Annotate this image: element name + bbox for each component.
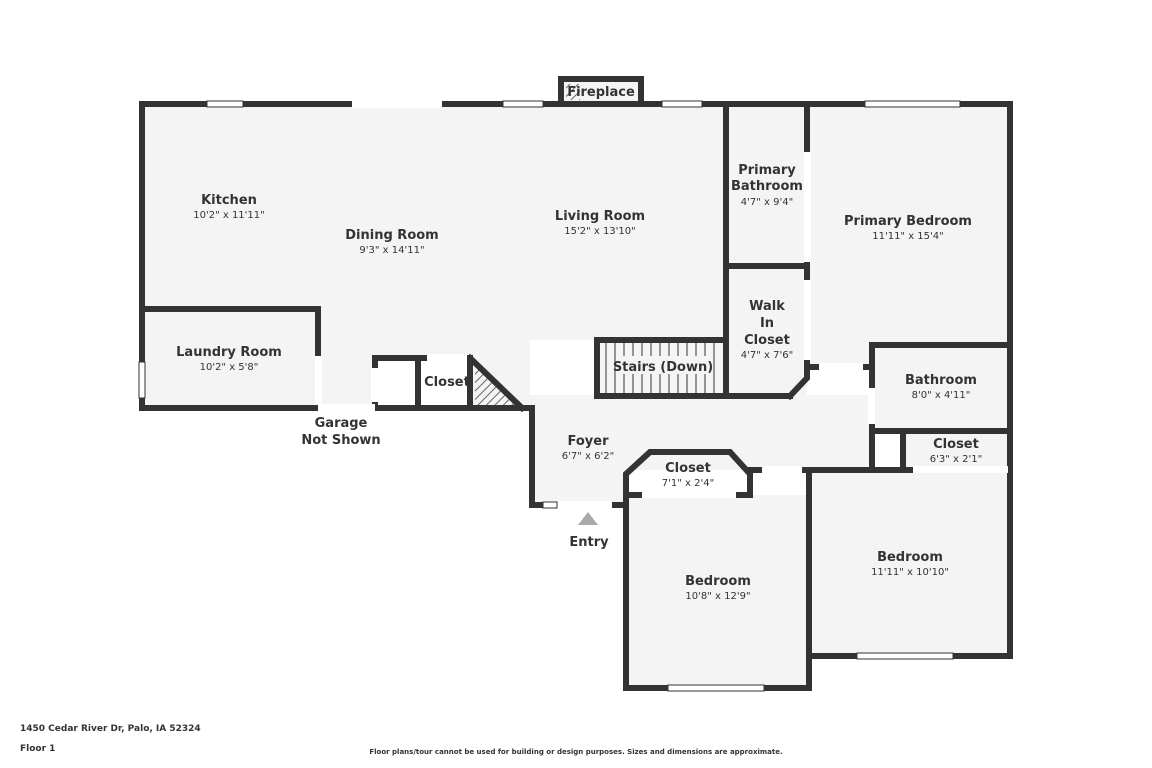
closet-angle-wall <box>465 353 527 413</box>
opening <box>318 404 375 412</box>
foyer-name: Foyer <box>568 434 610 449</box>
window <box>502 100 544 108</box>
bathroom-name: Bathroom <box>905 373 977 388</box>
floor-label: Floor 1 <box>20 744 56 754</box>
bedroom-right-dims: 11'11" x 10'10" <box>871 567 949 578</box>
primary-bathroom-name-1: Primary <box>738 163 796 178</box>
property-address: 1450 Cedar River Dr, Palo, IA 52324 <box>20 724 201 734</box>
closet-right-name: Closet <box>933 437 979 452</box>
main-living-floor <box>142 106 726 408</box>
entry-label: Entry <box>569 535 609 550</box>
living-room-dims: 15'2" x 13'10" <box>564 226 636 237</box>
walk-in-closet-dims: 4'7" x 7'6" <box>741 350 793 361</box>
dining-room-name: Dining Room <box>345 228 438 243</box>
stairs-wall <box>594 337 727 398</box>
front-closet-dims: 7'1" x 2'4" <box>662 478 714 489</box>
laundry-floor <box>142 309 318 409</box>
bathroom-dims: 8'0" x 4'11" <box>912 390 971 401</box>
walk-in-closet-floor <box>726 266 807 395</box>
opening <box>427 354 467 361</box>
opening <box>868 388 875 424</box>
window <box>856 652 954 660</box>
laundry-room-dims: 10'2" x 5'8" <box>200 362 259 373</box>
closet-right-dims: 6'3" x 2'1" <box>930 454 982 465</box>
opening <box>762 466 802 473</box>
fireplace-hatch <box>566 84 580 100</box>
closet-hatch <box>475 364 516 405</box>
bedroom-left-name: Bedroom <box>685 574 751 589</box>
stairs-name: Stairs (Down) <box>613 360 713 375</box>
window <box>661 100 703 108</box>
window <box>138 361 146 399</box>
opening <box>804 280 811 360</box>
front-closet-wall <box>623 449 753 498</box>
hall-closet-name: Closet <box>424 375 470 390</box>
window <box>206 100 244 108</box>
bedroom-left-floor <box>626 495 809 688</box>
bedroom-right-floor <box>809 470 1010 656</box>
opening <box>913 466 1008 473</box>
front-closet-name: Closet <box>665 461 711 476</box>
garage-label-1: Garage <box>315 416 368 431</box>
primary-bathroom-name-2: Bathroom <box>731 179 803 194</box>
garage-label-2: Not Shown <box>301 433 380 448</box>
opening <box>371 368 379 402</box>
primary-bedroom-floor <box>807 106 1010 367</box>
kitchen-dims: 10'2" x 11'11" <box>193 210 265 221</box>
window <box>542 501 558 509</box>
bathroom-floor <box>872 345 1010 431</box>
window <box>864 100 961 108</box>
primary-bedroom-name: Primary Bedroom <box>844 214 972 229</box>
opening <box>804 152 811 262</box>
bedroom-left-dims: 10'8" x 12'9" <box>685 591 750 602</box>
opening <box>642 491 736 498</box>
walk-in-closet-name-3: Closet <box>744 333 790 348</box>
primary-bath-floor <box>726 106 807 266</box>
entry-arrow-icon <box>578 512 598 525</box>
bathroom-wall <box>869 342 1013 388</box>
foyer-dims: 6'7" x 6'2" <box>562 451 614 462</box>
opening <box>819 363 863 370</box>
small-closet-wall <box>372 355 421 411</box>
stairs-label-bg <box>616 356 708 374</box>
primary-bathroom-dims: 4'7" x 9'4" <box>741 197 793 208</box>
dining-room-dims: 9'3" x 14'11" <box>359 245 424 256</box>
fireplace-wall <box>558 76 644 106</box>
opening <box>558 501 612 509</box>
disclaimer: Floor plans/tour cannot be used for buil… <box>369 748 783 756</box>
walk-in-closet-name-1: Walk <box>749 299 785 314</box>
walk-in-closet-name-2: In <box>760 316 774 331</box>
living-room-name: Living Room <box>555 209 645 224</box>
opening <box>352 100 442 108</box>
laundry-room-name: Laundry Room <box>176 345 282 360</box>
fireplace-label: Fireplace <box>567 85 635 100</box>
floor-fills <box>142 79 1010 688</box>
bedroom-right-name: Bedroom <box>877 550 943 565</box>
closet-right-floor <box>903 431 1010 469</box>
primary-bedroom-dims: 11'11" x 15'4" <box>872 231 944 242</box>
opening <box>315 356 322 404</box>
windows <box>138 100 1008 692</box>
kitchen-name: Kitchen <box>201 193 257 208</box>
window <box>667 684 765 692</box>
